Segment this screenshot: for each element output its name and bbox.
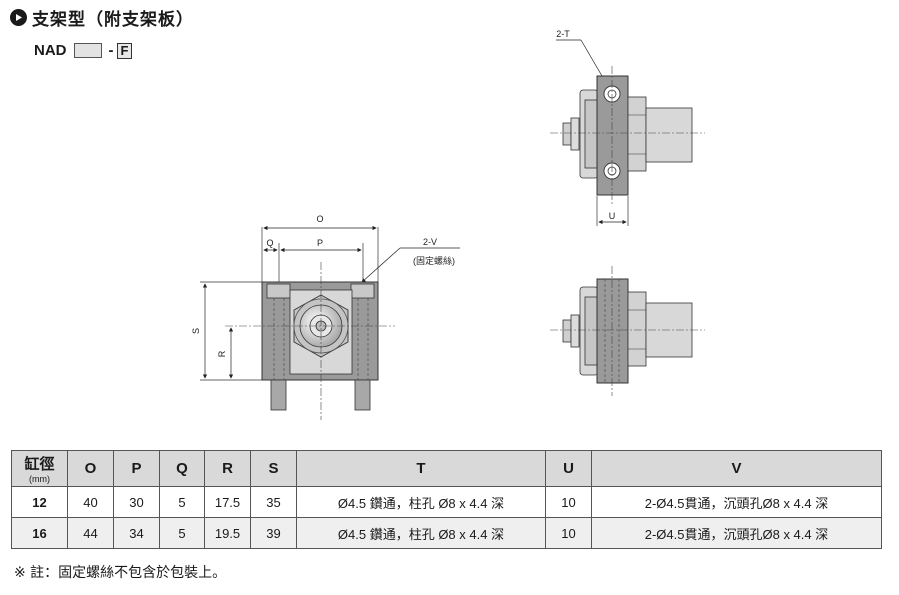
cell-v: 2-Ø4.5貫通，沉頭孔Ø8 x 4.4 深 (591, 517, 882, 549)
play-bullet-icon (10, 9, 27, 26)
cell-p: 34 (113, 517, 160, 549)
cell-r: 17.5 (204, 486, 251, 518)
header-bore: 缸徑 (mm) (11, 450, 68, 487)
dim-2t-label: 2-T (556, 29, 570, 39)
header-s: S (250, 450, 297, 487)
model-prefix: NAD (34, 42, 67, 59)
cell-q: 5 (159, 486, 205, 518)
front-view: O Q P 2-V (固定螺絲) (191, 214, 460, 420)
technical-drawing: O Q P 2-V (固定螺絲) (191, 29, 705, 420)
header-r: R (204, 450, 251, 487)
dim-2v-label: 2-V (423, 237, 437, 247)
table-row: 16 44 34 5 19.5 39 Ø4.5 鑽通，柱孔 Ø8 x 4.4 深… (11, 517, 882, 549)
model-suffix: F (116, 42, 133, 59)
cell-v: 2-Ø4.5貫通，沉頭孔Ø8 x 4.4 深 (591, 486, 882, 518)
table-header-row: 缸徑 (mm) O P Q R S T U V (11, 450, 882, 487)
cell-t: Ø4.5 鑽通，柱孔 Ø8 x 4.4 深 (296, 517, 546, 549)
fixing-screw-label: (固定螺絲) (413, 255, 455, 266)
cell-u: 10 (545, 517, 592, 549)
model-code: NAD - F (34, 42, 133, 59)
model-bore-blank (73, 43, 102, 58)
cell-o: 40 (67, 486, 114, 518)
header-o: O (67, 450, 114, 487)
footnote: ※ 註：固定螺絲不包含於包裝上。 (14, 565, 227, 581)
cell-q: 5 (159, 517, 205, 549)
cell-r: 19.5 (204, 517, 251, 549)
header-bore-unit: (mm) (29, 474, 50, 484)
dim-p-label: P (317, 238, 323, 248)
cell-p: 30 (113, 486, 160, 518)
spec-table: 缸徑 (mm) O P Q R S T U V 12 40 30 5 17.5 … (11, 450, 882, 549)
dim-r-label: R (217, 350, 227, 357)
dim-s-label: S (191, 328, 201, 334)
dim-o-label: O (316, 214, 323, 224)
header-q: Q (159, 450, 205, 487)
cell-s: 35 (250, 486, 297, 518)
header-t: T (296, 450, 546, 487)
cell-t: Ø4.5 鑽通，柱孔 Ø8 x 4.4 深 (296, 486, 546, 518)
header-u: U (545, 450, 592, 487)
dim-u-label: U (609, 211, 616, 221)
cell-bore: 12 (11, 486, 68, 518)
section-title: 支架型（附支架板） (10, 5, 194, 30)
header-bore-label: 缸徑 (24, 456, 55, 473)
section-title-text: 支架型（附支架板） (32, 10, 194, 30)
dim-q-label: Q (266, 238, 273, 248)
cell-u: 10 (545, 486, 592, 518)
side-view-bottom (550, 266, 705, 396)
table-row: 12 40 30 5 17.5 35 Ø4.5 鑽通，柱孔 Ø8 x 4.4 深… (11, 486, 882, 518)
model-dash: - (108, 42, 114, 59)
header-p: P (113, 450, 160, 487)
cell-o: 44 (67, 517, 114, 549)
side-view-top: 2-T U (550, 29, 705, 226)
header-v: V (591, 450, 882, 487)
cell-bore: 16 (11, 517, 68, 549)
cell-s: 39 (250, 517, 297, 549)
